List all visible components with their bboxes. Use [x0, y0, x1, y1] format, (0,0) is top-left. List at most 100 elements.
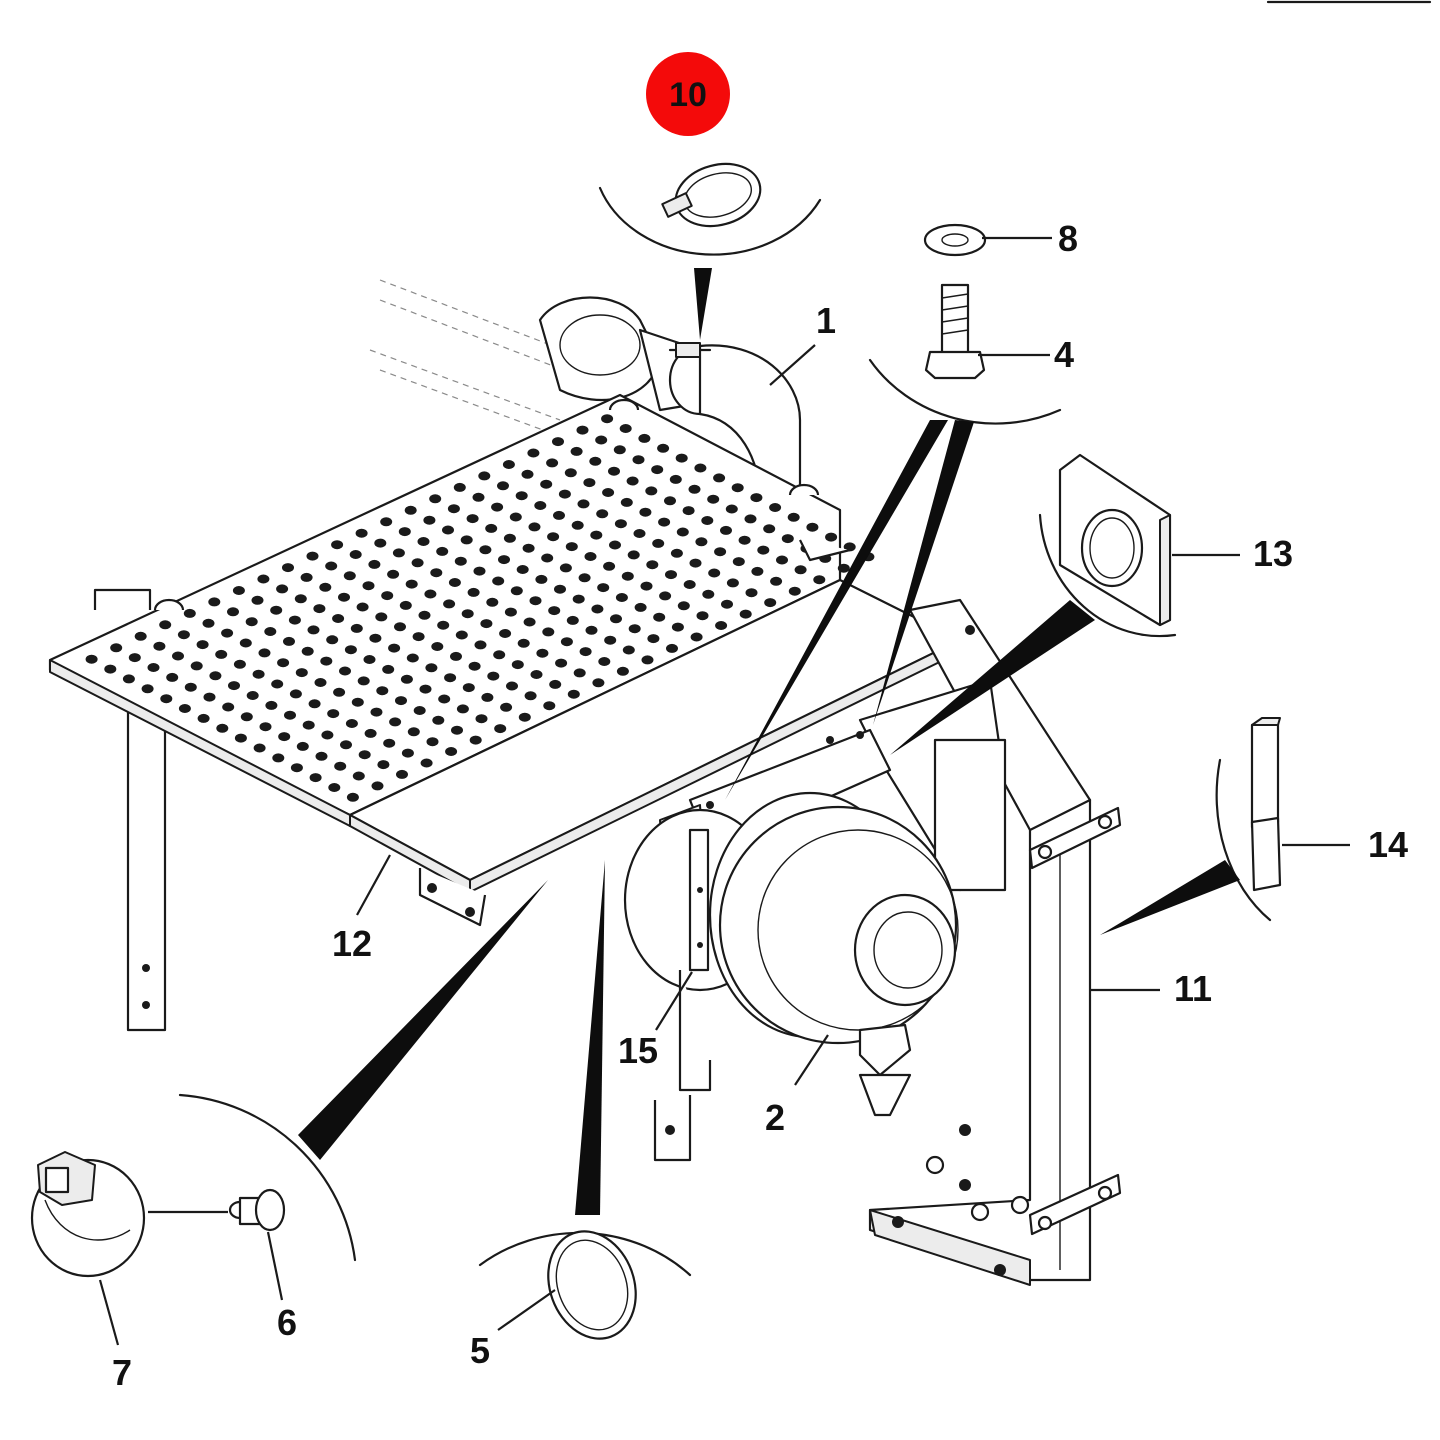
perforation-hole	[349, 550, 362, 559]
perforation-hole	[389, 717, 402, 727]
perforation-hole	[276, 584, 289, 594]
perforation-hole	[431, 642, 444, 651]
perforation-hole	[221, 628, 234, 638]
perforation-hole	[321, 730, 334, 740]
perforation-hole	[183, 608, 196, 618]
perforation-hole	[346, 792, 359, 802]
callout-14[interactable]: 14	[1368, 824, 1408, 865]
perforation-hole	[259, 722, 272, 732]
perforation-hole	[666, 643, 678, 653]
perforation-hole	[504, 607, 517, 617]
perforation-hole	[725, 504, 738, 514]
callout-10[interactable]: 10	[669, 76, 707, 114]
perforation-hole	[290, 763, 303, 773]
callout-2[interactable]: 2	[765, 1097, 785, 1138]
perforation-hole	[664, 496, 676, 506]
callout-4[interactable]: 4	[1054, 334, 1074, 375]
callout-6[interactable]: 6	[277, 1302, 297, 1343]
perforation-hole	[518, 712, 531, 722]
perforation-hole	[153, 641, 166, 651]
perforation-hole	[208, 597, 221, 607]
perforation-hole	[228, 681, 240, 691]
perforation-hole	[751, 566, 764, 576]
perforation-hole	[197, 713, 210, 723]
perforation-hole	[371, 781, 384, 791]
perforation-hole	[499, 629, 512, 638]
perforation-hole	[245, 617, 258, 627]
perforation-hole	[358, 750, 371, 760]
perforation-hole	[764, 598, 777, 608]
mounting-bracket	[868, 598, 1122, 1286]
callout-1[interactable]: 1	[816, 300, 836, 341]
callout-12[interactable]: 12	[332, 923, 372, 964]
perforation-hole	[110, 643, 123, 653]
perforation-hole	[474, 640, 487, 650]
perforation-hole	[315, 751, 328, 761]
perforation-hole	[461, 609, 474, 619]
perforation-hole	[404, 505, 417, 515]
perforation-hole	[400, 674, 413, 684]
callout-13[interactable]: 13	[1253, 533, 1293, 574]
callout-5[interactable]: 5	[470, 1330, 490, 1371]
perforation-hole	[565, 542, 578, 552]
perforation-hole	[278, 732, 291, 742]
perforation-hole	[352, 771, 365, 781]
perforation-hole	[615, 593, 628, 602]
perforation-hole	[608, 466, 620, 476]
perforation-hole	[825, 532, 838, 542]
perforation-hole	[559, 563, 572, 573]
perforation-hole	[388, 643, 401, 653]
perforation-hole	[500, 702, 513, 712]
perforation-hole	[320, 656, 333, 666]
perforation-hole	[517, 638, 530, 648]
perforation-hole	[466, 514, 479, 524]
perforation-hole	[301, 646, 314, 656]
perforation-hole	[708, 568, 721, 578]
perforation-hole	[398, 527, 411, 537]
perforation-hole	[671, 622, 684, 632]
perforation-hole	[215, 649, 228, 659]
perforation-hole	[381, 591, 394, 601]
perforation-hole	[676, 527, 689, 537]
perforation-hole	[178, 704, 191, 713]
perforation-hole	[527, 448, 540, 458]
perforation-hole	[392, 548, 405, 558]
perforation-hole	[677, 601, 690, 611]
perforation-hole	[641, 655, 654, 665]
perforation-hole	[558, 489, 571, 499]
perforation-hole	[216, 723, 229, 733]
perforation-hole	[813, 575, 826, 585]
callout-11[interactable]: 11	[1174, 968, 1212, 1009]
perforation-hole	[308, 699, 321, 709]
perforation-hole	[701, 516, 714, 525]
perforation-hole	[332, 614, 345, 623]
callout-8[interactable]: 8	[1058, 218, 1078, 259]
perforation-hole	[621, 571, 634, 581]
perforation-hole	[579, 647, 592, 657]
perforation-hole	[473, 566, 486, 576]
pointer-wedges	[298, 268, 1240, 1215]
perforation-hole	[726, 578, 739, 588]
perforation-hole	[738, 535, 751, 545]
perforation-hole	[602, 488, 615, 497]
perforation-hole	[448, 578, 461, 587]
perforation-hole	[368, 559, 381, 569]
perforation-hole	[596, 509, 609, 519]
perforation-hole	[160, 694, 173, 704]
callout-7[interactable]: 7	[112, 1352, 132, 1393]
perforation-hole	[683, 580, 696, 589]
perforation-hole	[451, 725, 463, 735]
perforation-hole	[522, 543, 535, 553]
perforation-hole	[528, 522, 541, 532]
perforation-hole	[511, 660, 524, 670]
callout-15[interactable]: 15	[618, 1030, 658, 1071]
perforation-hole	[418, 610, 431, 620]
hose-clamp-installed	[675, 342, 701, 358]
air-filter-housing	[623, 678, 1007, 1117]
perforation-hole	[487, 671, 500, 681]
perforation-hole	[626, 476, 639, 486]
perforation-hole	[345, 719, 358, 728]
perforation-hole	[536, 648, 549, 658]
perforation-hole	[732, 557, 745, 567]
perforation-hole	[399, 600, 412, 610]
